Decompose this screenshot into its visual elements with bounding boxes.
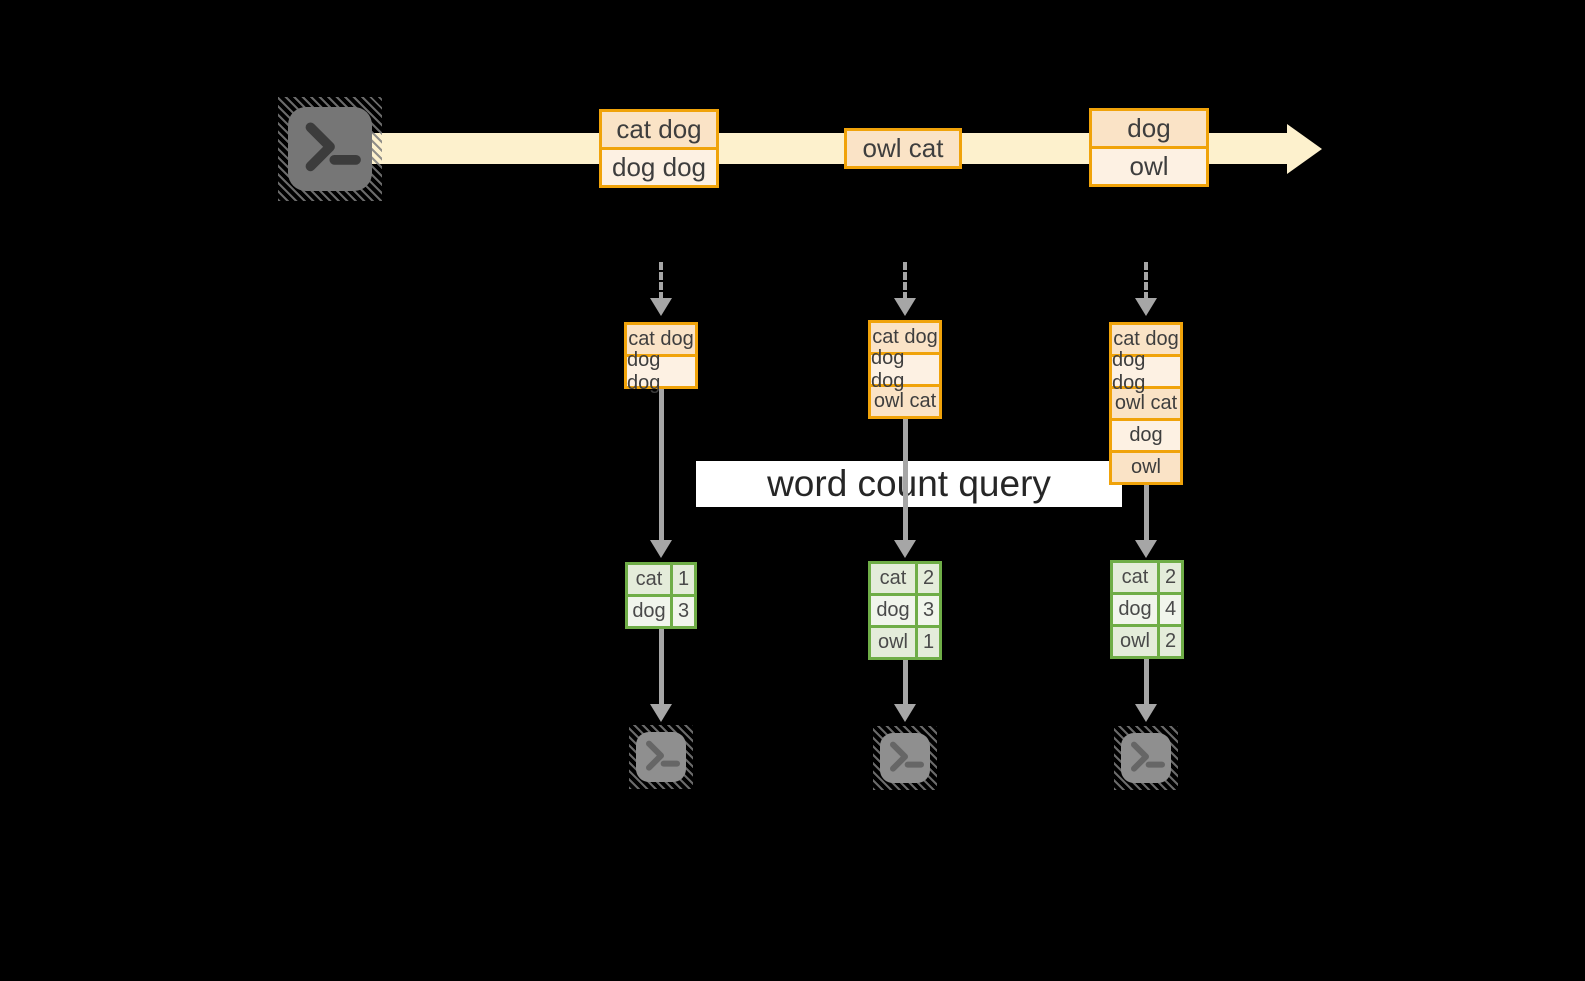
wordcount-table-3: cat 2 dog 4 owl 2	[1110, 560, 1184, 659]
event-line: dog dog	[602, 147, 716, 185]
event-box-1: cat dog dog dog	[599, 109, 719, 188]
event-line: owl	[1092, 146, 1206, 184]
dashed-arrow-line	[659, 262, 663, 300]
dashed-arrowhead-icon	[894, 298, 916, 316]
buffer-line: dog	[1112, 418, 1180, 450]
arrow-line	[659, 629, 664, 705]
count-cell: 2	[1160, 563, 1181, 592]
buffer-line: dog dog	[871, 347, 939, 392]
terminal-prompt-icon	[890, 741, 924, 772]
buffer-line: owl cat	[871, 384, 939, 416]
arrowhead-icon	[650, 540, 672, 558]
event-line: dog	[1092, 111, 1206, 146]
word-cell: owl	[1113, 627, 1157, 656]
word-cell: dog	[871, 596, 915, 625]
count-cell: 3	[673, 597, 694, 626]
arrowhead-icon	[1135, 540, 1157, 558]
buffer-line: dog dog	[1112, 349, 1180, 394]
arrow-line	[903, 419, 908, 541]
arrowhead-icon	[1135, 704, 1157, 722]
arrowhead-icon	[894, 704, 916, 722]
count-cell: 1	[918, 628, 939, 657]
arrow-line	[903, 660, 908, 705]
sink-terminal-icon	[1114, 726, 1178, 790]
buffer-line: dog dog	[627, 349, 695, 394]
arrowhead-icon	[894, 540, 916, 558]
event-line: cat dog	[602, 112, 716, 147]
word-cell: owl	[871, 628, 915, 657]
terminal-prompt-icon	[305, 122, 361, 172]
buffer-line: cat dog	[627, 325, 695, 354]
terminal-prompt-icon	[646, 740, 680, 771]
source-terminal-icon	[278, 97, 382, 201]
wordcount-table-1: cat 1 dog 3	[625, 562, 697, 629]
count-cell: 2	[1160, 627, 1181, 656]
arrow-line	[659, 389, 664, 541]
buffer-line: owl	[1112, 450, 1180, 482]
count-cell: 4	[1160, 595, 1181, 624]
wordcount-table-2: cat 2 dog 3 owl 1	[868, 561, 942, 660]
input-buffer-2: cat dog dog dog owl cat	[868, 320, 942, 419]
arrowhead-icon	[650, 704, 672, 722]
event-box-2: owl cat	[844, 128, 962, 169]
terminal-prompt-icon	[1131, 741, 1165, 772]
buffer-line: cat dog	[1112, 325, 1180, 354]
arrow-line	[1144, 485, 1149, 541]
arrow-line	[1144, 659, 1149, 705]
dashed-arrow-line	[1144, 262, 1148, 300]
word-cell: cat	[628, 565, 670, 594]
dashed-arrow-line	[903, 262, 907, 300]
count-cell: 1	[673, 565, 694, 594]
sink-terminal-icon	[629, 725, 693, 789]
sink-terminal-icon	[873, 726, 937, 790]
buffer-line: cat dog	[871, 323, 939, 352]
count-cell: 2	[918, 564, 939, 593]
word-cell: dog	[1113, 595, 1157, 624]
event-box-3: dog owl	[1089, 108, 1209, 187]
word-cell: dog	[628, 597, 670, 626]
input-buffer-3: cat dog dog dog owl cat dog owl	[1109, 322, 1183, 485]
query-banner: word count query	[696, 461, 1122, 507]
stream-arrowhead-icon	[1287, 124, 1322, 174]
word-cell: cat	[1113, 563, 1157, 592]
count-cell: 3	[918, 596, 939, 625]
dashed-arrowhead-icon	[1135, 298, 1157, 316]
word-cell: cat	[871, 564, 915, 593]
buffer-line: owl cat	[1112, 386, 1180, 418]
event-line: owl cat	[847, 131, 959, 166]
input-buffer-1: cat dog dog dog	[624, 322, 698, 394]
query-label: word count query	[767, 463, 1051, 504]
dashed-arrowhead-icon	[650, 298, 672, 316]
